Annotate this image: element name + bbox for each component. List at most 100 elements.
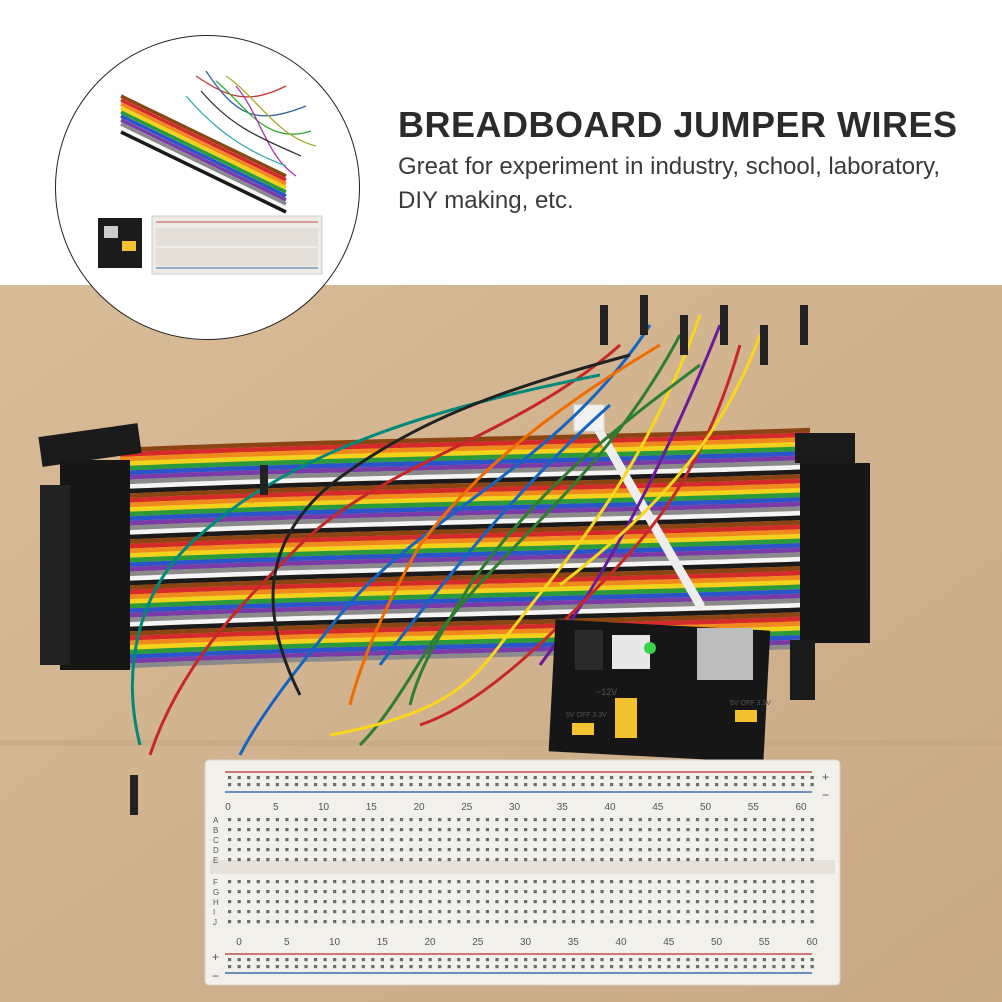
breadboard-hole (734, 858, 738, 862)
breadboard-hole (686, 858, 690, 862)
breadboard-hole (734, 920, 738, 924)
breadboard-hole (629, 880, 633, 884)
breadboard-hole (419, 828, 423, 832)
breadboard-hole (801, 818, 805, 822)
breadboard-hole (524, 828, 528, 832)
breadboard-hole (495, 880, 499, 884)
breadboard-hole (514, 858, 518, 862)
breadboard-hole (333, 776, 337, 780)
breadboard-hole (419, 910, 423, 914)
jumper-pins (615, 698, 637, 738)
breadboard-hole (228, 900, 232, 904)
ribbon-stripe (119, 597, 811, 623)
ribbon-stripe (119, 542, 811, 568)
breadboard-hole (266, 965, 270, 969)
breadboard-hole (457, 783, 461, 787)
breadboard-hole (371, 910, 375, 914)
breadboard-hole (447, 890, 451, 894)
breadboard-hole (705, 910, 709, 914)
breadboard-hole (361, 958, 365, 962)
breadboard-hole (524, 818, 528, 822)
breadboard-hole (466, 783, 470, 787)
breadboard-hole (657, 900, 661, 904)
breadboard-hole (285, 848, 289, 852)
breadboard-hole (610, 858, 614, 862)
breadboard-hole (600, 783, 604, 787)
breadboard-hole (590, 880, 595, 884)
breadboard-hole (533, 848, 537, 852)
breadboard-hole (562, 783, 566, 787)
breadboard-hole (466, 828, 470, 832)
breadboard-hole (619, 828, 623, 832)
breadboard-hole (390, 890, 394, 894)
breadboard-hole (333, 890, 337, 894)
breadboard-hole (514, 783, 518, 787)
breadboard-hole (629, 828, 633, 832)
breadboard-hole (724, 958, 728, 962)
thumbnail-ribbon-cable (120, 94, 287, 214)
breadboard-hole (695, 910, 700, 914)
ribbon-stripe (119, 469, 811, 494)
breadboard-hole (294, 776, 299, 780)
breadboard-hole (590, 900, 595, 904)
breadboard-hole (323, 858, 327, 862)
breadboard-hole (304, 910, 308, 914)
breadboard-hole (657, 828, 661, 832)
breadboard-hole (762, 900, 766, 904)
center-channel (210, 860, 835, 874)
breadboard-hole (304, 783, 308, 787)
thumbnail-ribbon-stripe (120, 106, 287, 190)
breadboard-hole (256, 958, 260, 962)
breadboard-hole (753, 880, 757, 884)
breadboard-hole (810, 838, 814, 842)
breadboard-hole (810, 858, 814, 862)
breadboard-hole (476, 880, 480, 884)
breadboard-hole (247, 838, 251, 842)
breadboard-hole (648, 965, 652, 969)
breadboard-hole (428, 828, 432, 832)
breadboard-hole (610, 958, 614, 962)
breadboard-hole (638, 910, 642, 914)
breadboard-hole (676, 965, 681, 969)
breadboard-hole (600, 828, 604, 832)
breadboard-hole (581, 958, 585, 962)
breadboard-hole (409, 880, 413, 884)
breadboard-hole (342, 858, 346, 862)
breadboard-hole (466, 880, 470, 884)
breadboard-hole (629, 858, 633, 862)
breadboard-hole (275, 920, 279, 924)
breadboard-hole (562, 858, 566, 862)
breadboard-hole (791, 818, 795, 822)
breadboard-hole (266, 838, 270, 842)
breadboard-hole (323, 880, 327, 884)
breadboard-hole (781, 838, 786, 842)
column-number-label: 5 (273, 802, 279, 813)
breadboard-hole (266, 958, 270, 962)
breadboard-hole (686, 890, 690, 894)
breadboard-hole (543, 776, 547, 780)
thumbnail-ribbon-stripe (120, 102, 287, 186)
breadboard-hole (390, 848, 394, 852)
breadboard-hole (285, 838, 289, 842)
breadboard-hole (390, 958, 394, 962)
breadboard-hole (438, 965, 442, 969)
breadboard-hole (724, 910, 728, 914)
breadboard-hole (533, 880, 537, 884)
breadboard-hole (657, 890, 661, 894)
breadboard-hole (629, 965, 633, 969)
breadboard-hole (409, 818, 413, 822)
breadboard-hole (514, 890, 518, 894)
breadboard-hole (533, 783, 537, 787)
breadboard-hole (762, 828, 766, 832)
breadboard-hole (485, 858, 490, 862)
breadboard-hole (438, 828, 442, 832)
breadboard-hole (543, 783, 547, 787)
breadboard-hole (667, 890, 671, 894)
breadboard-hole (323, 890, 327, 894)
breadboard-hole (514, 828, 518, 832)
breadboard-hole (791, 890, 795, 894)
breadboard-hole (581, 890, 585, 894)
breadboard-hole (342, 910, 346, 914)
breadboard-hole (600, 838, 604, 842)
breadboard-hole (629, 900, 633, 904)
